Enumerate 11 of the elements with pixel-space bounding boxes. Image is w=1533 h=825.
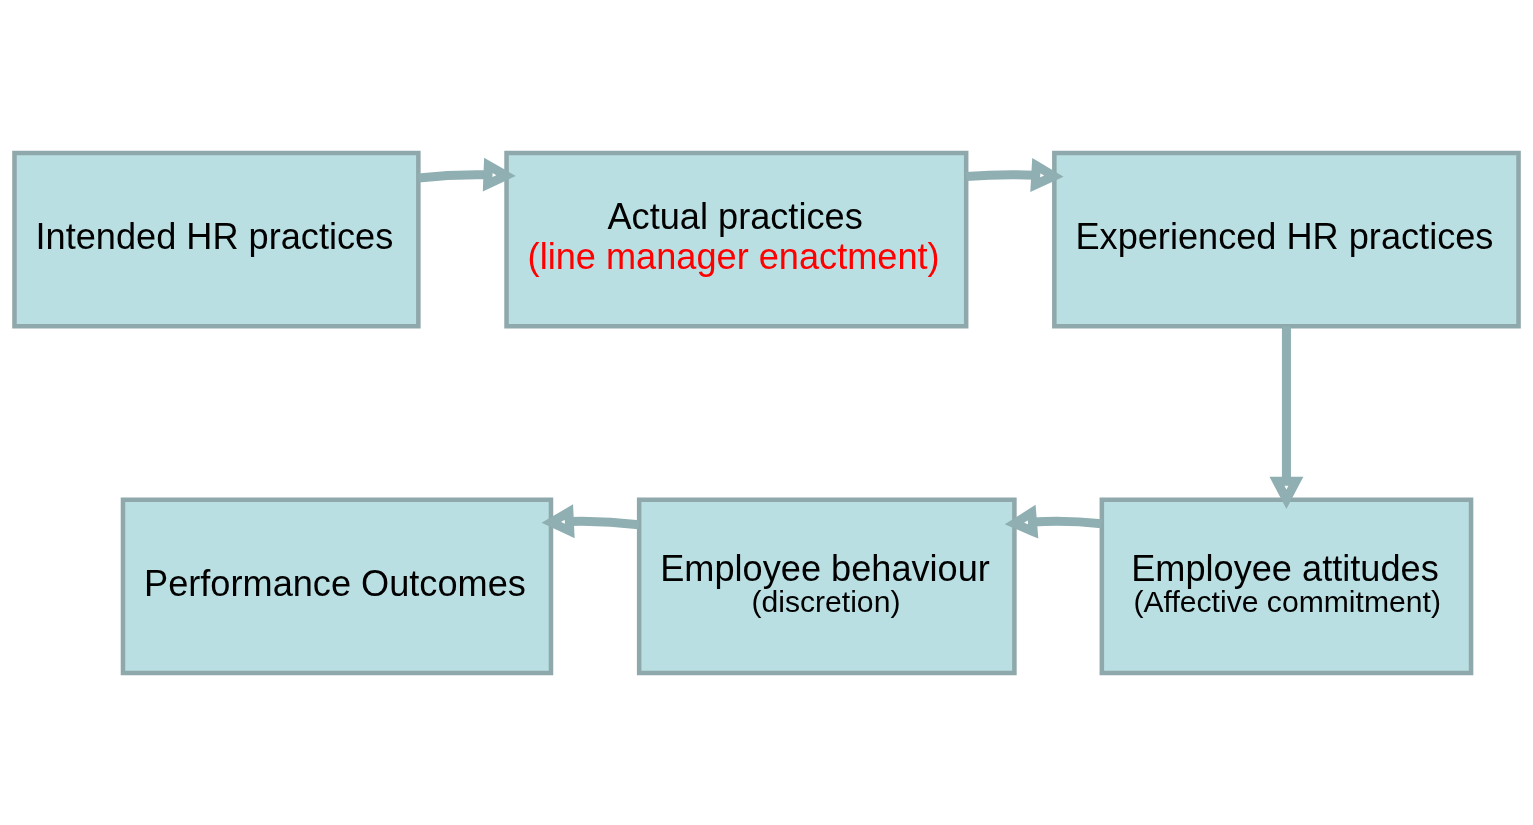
node-box: Employee attitudes (Affective commitment)	[1099, 496, 1474, 675]
node-box: Performance Outcomes	[120, 496, 554, 675]
arrow	[965, 157, 1064, 192]
arrow	[418, 157, 516, 192]
node-box: Experienced HR practices	[1052, 150, 1521, 329]
node-box: Actual practices (line manager enactment)	[504, 150, 969, 329]
arrow	[541, 503, 640, 538]
node-box: Employee behaviour (discretion)	[636, 496, 1017, 675]
node-box: Intended HR practices	[12, 150, 421, 329]
arrow	[1269, 326, 1304, 509]
arrow	[1004, 504, 1102, 539]
